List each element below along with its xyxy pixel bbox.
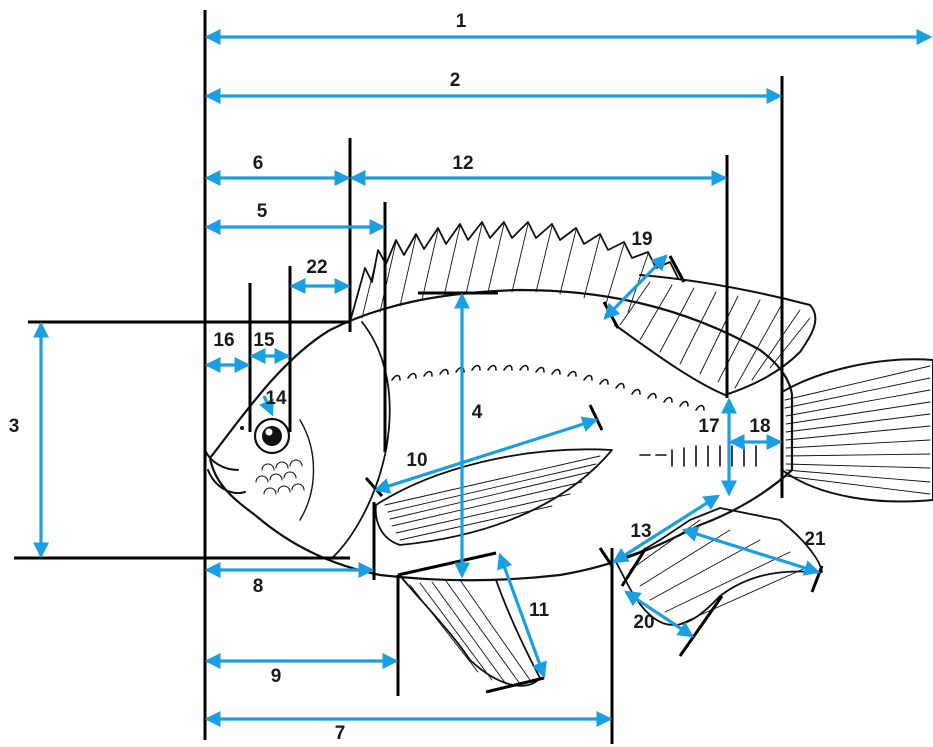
label-19: 19: [631, 229, 652, 250]
label-7: 7: [335, 723, 346, 744]
label-5: 5: [257, 201, 268, 222]
label-11: 11: [529, 600, 550, 621]
label-6: 6: [253, 153, 264, 174]
measurement-arrows: [33, 29, 933, 727]
eye-pupil: [262, 426, 282, 446]
label-1: 1: [456, 11, 467, 32]
measurement-labels: 1 2 3 4 5 6 7 8 9 10 11 12 13 14 15 16 1…: [9, 11, 826, 744]
label-22: 22: [306, 257, 327, 278]
caudal-fin: [781, 358, 933, 503]
label-12: 12: [452, 153, 473, 174]
label-14: 14: [265, 388, 287, 409]
label-4: 4: [472, 402, 483, 423]
spiny-dorsal-fin: [349, 221, 679, 323]
label-2: 2: [450, 70, 461, 91]
label-13: 13: [630, 521, 651, 542]
arrow-21: [681, 526, 821, 576]
arrow-13: [611, 494, 721, 564]
label-20: 20: [633, 612, 654, 633]
soft-dorsal-fin: [614, 274, 817, 396]
label-15: 15: [253, 330, 275, 351]
eye-outline: [253, 417, 291, 455]
pelvic-fin: [401, 577, 541, 687]
fish-body: [204, 288, 794, 582]
label-8: 8: [253, 576, 264, 597]
label-17: 17: [698, 416, 719, 437]
label-18: 18: [749, 416, 770, 437]
arrow-14: [259, 395, 274, 417]
label-21: 21: [804, 529, 826, 550]
reference-lines: [14, 10, 824, 744]
arrow-19: [603, 254, 668, 320]
label-3: 3: [9, 416, 20, 437]
arrow-20: [624, 590, 694, 638]
label-10: 10: [406, 450, 427, 471]
arrow-11: [497, 552, 547, 679]
arrow-10: [373, 416, 599, 494]
label-9: 9: [271, 666, 282, 687]
label-16: 16: [213, 330, 234, 351]
fish-illustration: [204, 221, 933, 687]
